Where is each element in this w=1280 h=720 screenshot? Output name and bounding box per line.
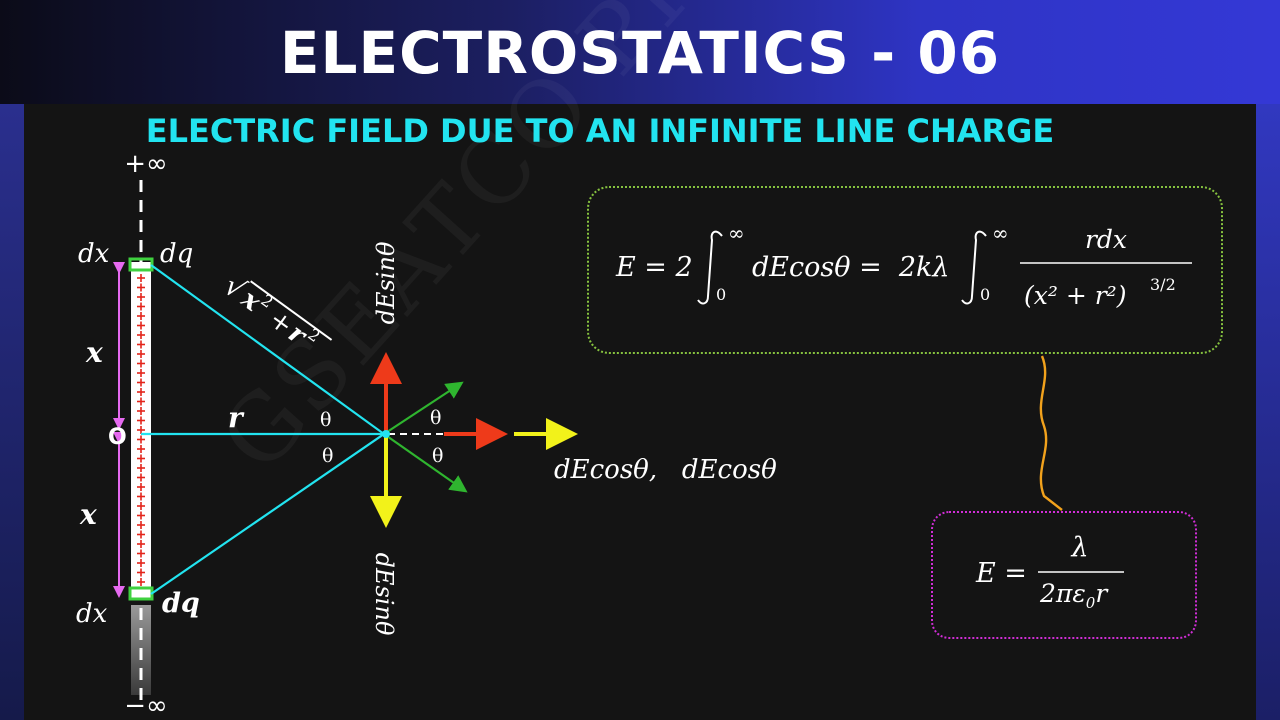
formula-connector bbox=[1039, 355, 1063, 511]
f1-lhs: E = 2 bbox=[615, 252, 693, 283]
dq-bottom-label: dq bbox=[162, 588, 200, 619]
theta-right-bottom: θ bbox=[432, 445, 443, 467]
hypotenuse-bottom bbox=[150, 433, 385, 595]
theta-left-bottom: θ bbox=[322, 445, 333, 467]
f1-int1-lower: 0 bbox=[716, 285, 726, 304]
integral-formula-box bbox=[587, 186, 1223, 354]
origin-label: O bbox=[108, 425, 127, 450]
hypotenuse-label: √ x 2 + r 2 bbox=[218, 269, 333, 352]
integral-sign-1 bbox=[697, 230, 723, 305]
integral-sign-2 bbox=[961, 230, 987, 305]
f1-numerator: rdx bbox=[1085, 225, 1127, 254]
result-formula: E = λ 2πε0r bbox=[975, 532, 1124, 612]
theta-right-top: θ bbox=[430, 407, 441, 429]
dq-top-label: dq bbox=[160, 239, 193, 269]
sqrt-bar bbox=[250, 280, 333, 341]
plus-infinity-label: +∞ bbox=[124, 149, 167, 179]
f1-denominator: (x² + r²) bbox=[1024, 281, 1126, 310]
right-accent-bar bbox=[1256, 104, 1280, 720]
de-sin-top-label: dEsinθ bbox=[372, 241, 400, 324]
page-title: ELECTROSTATICS - 06 bbox=[279, 19, 1001, 87]
f2-denominator: 2πε0r bbox=[1039, 579, 1109, 612]
field-point bbox=[382, 430, 390, 438]
dx-bottom-label: dx bbox=[76, 599, 108, 629]
integral-formula: E = 2 ∞ 0 dEcosθ = 2kλ ∞ 0 rdx (x² + r²)… bbox=[615, 221, 1192, 310]
f1-int1-upper: ∞ bbox=[728, 221, 745, 245]
f1-den-power: 3/2 bbox=[1150, 275, 1176, 294]
header-bar bbox=[0, 0, 1280, 104]
dx-top-label: dx bbox=[78, 239, 110, 269]
f1-int2-upper: ∞ bbox=[992, 221, 1009, 245]
minus-infinity-label: −∞ bbox=[124, 691, 167, 720]
f1-int2-lower: 0 bbox=[980, 285, 990, 304]
field-arrow-down-right bbox=[383, 433, 468, 493]
hypotenuse-top bbox=[150, 264, 385, 435]
f2-lhs: E = bbox=[975, 558, 1027, 589]
positive-charges bbox=[137, 274, 145, 586]
diagram-subtitle: ELECTRIC FIELD DUE TO AN INFINITE LINE C… bbox=[145, 112, 1055, 150]
result-formula-box bbox=[931, 511, 1197, 639]
x-bottom-label: x bbox=[79, 498, 97, 531]
de-sin-bottom-label: dEsinθ bbox=[370, 553, 398, 636]
r-label: r bbox=[228, 401, 245, 434]
left-accent-bar bbox=[0, 104, 24, 720]
f1-term1: dEcosθ = 2kλ bbox=[752, 252, 950, 283]
field-arrow-up-right bbox=[383, 381, 464, 435]
x-top-label: x bbox=[85, 336, 103, 369]
theta-left-top: θ bbox=[320, 409, 331, 431]
f2-numerator: λ bbox=[1070, 532, 1088, 563]
de-cos-label: dEcosθ, dEcosθ bbox=[554, 455, 777, 485]
